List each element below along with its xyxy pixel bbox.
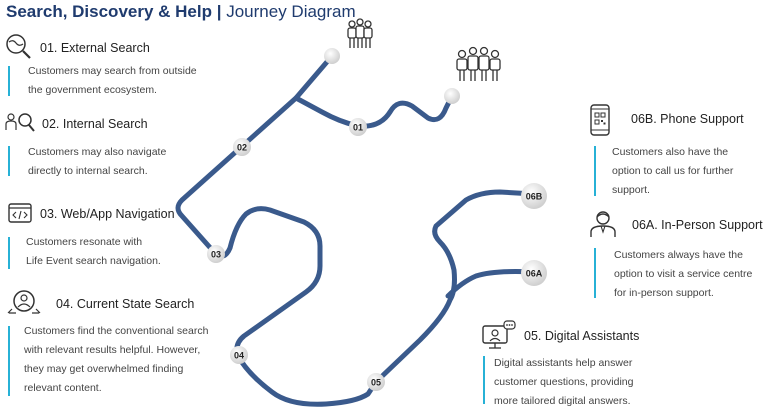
stage-02-line-1: Customers may also navigate [28, 146, 167, 158]
stage-04-accent-bar [8, 326, 10, 396]
stage-06a-line-1: Customers always have the [614, 249, 743, 261]
stage-01-description: Customers may search from outside the go… [28, 62, 197, 100]
stage-05-description: Digital assistants help answer customer … [494, 354, 634, 411]
path-segment-06a [445, 269, 537, 299]
people-group-large-icon [456, 46, 501, 81]
start-point-right [444, 88, 460, 104]
node-04: 04 [230, 346, 248, 364]
node-01: 01 [349, 118, 367, 136]
stage-03-description: Customers resonate with Life Event searc… [26, 233, 161, 271]
stage-06a-line-3: for in-person support. [614, 287, 714, 299]
stage-06b-line-3: support. [612, 184, 650, 196]
node-04-label: 04 [234, 351, 244, 361]
stage-05-line-3: more tailored digital answers. [494, 395, 631, 407]
stage-06a-line-2: option to visit a service centre [614, 268, 753, 280]
stage-05-line-2: customer questions, providing [494, 376, 634, 388]
stage-02-heading: 02. Internal Search [42, 117, 148, 131]
path-segment-bottom [235, 353, 379, 407]
stage-03-accent-bar [8, 237, 10, 269]
stage-06a-description: Customers always have the option to visi… [614, 246, 752, 303]
people-group-small-icon [347, 18, 373, 48]
stage-03-heading: 03. Web/App Navigation [40, 207, 175, 221]
stage-06b-line-2: option to call us for further [612, 165, 734, 177]
stage-04-heading: 04. Current State Search [56, 297, 195, 311]
stage-05-line-1: Digital assistants help answer [494, 357, 633, 369]
stage-04-line-2: with relevant results helpful. However, [24, 344, 201, 356]
browser-code-icon [8, 203, 32, 223]
stage-01-line-1: Customers may search from outside [28, 65, 197, 77]
node-02-label: 02 [237, 143, 247, 153]
path-segment-branch-01 [293, 93, 455, 129]
stage-03-line-2: Life Event search navigation. [26, 255, 161, 267]
title-separator: | [216, 2, 222, 21]
stage-06b-heading: 06B. Phone Support [631, 112, 744, 126]
node-05: 05 [367, 373, 385, 391]
node-01-label: 01 [353, 123, 363, 133]
stage-06a-heading: 06A. In-Person Support [632, 218, 763, 232]
page-title: Search, Discovery & Help | Journey Diagr… [6, 2, 356, 22]
node-03-label: 03 [211, 250, 221, 260]
node-06a: 06A [521, 260, 547, 286]
support-agent-icon [590, 211, 616, 237]
title-main: Search, Discovery & Help [6, 2, 212, 21]
stage-01-accent-bar [8, 66, 10, 96]
stage-06a-accent-bar [594, 248, 596, 298]
stage-02-line-2: directly to internal search. [28, 165, 148, 177]
node-03: 03 [207, 245, 225, 263]
stage-04-description: Customers find the conventional search w… [24, 322, 208, 398]
chat-assistant-icon [482, 320, 516, 349]
node-06b: 06B [521, 183, 547, 209]
node-06b-label: 06B [526, 192, 543, 202]
user-search-icon [7, 290, 41, 314]
phone-qr-icon [590, 104, 610, 136]
start-point-top [324, 48, 340, 64]
path-segment-rise [373, 189, 537, 385]
path-segment-main [175, 53, 335, 255]
stage-05-accent-bar [483, 356, 485, 404]
stage-04-line-1: Customers find the conventional search [24, 325, 209, 337]
stage-02-accent-bar [8, 146, 10, 176]
node-02: 02 [233, 138, 251, 156]
stage-03-line-1: Customers resonate with [26, 236, 143, 248]
stage-01-line-2: the government ecosystem. [28, 84, 157, 96]
people-search-icon [5, 113, 35, 132]
stage-06b-accent-bar [594, 146, 596, 196]
stage-04-line-4: relevant content. [24, 382, 102, 394]
stage-05-heading: 05. Digital Assistants [524, 329, 640, 343]
title-subtitle: Journey Diagram [226, 2, 356, 21]
stage-04-line-3: they may get overwhelmed finding [24, 363, 184, 375]
stage-01-heading: 01. External Search [40, 41, 150, 55]
node-06a-label: 06A [526, 269, 543, 279]
node-05-label: 05 [371, 378, 381, 388]
path-segment-loop [211, 206, 323, 359]
stage-02-description: Customers may also navigate directly to … [28, 143, 166, 181]
stage-06b-line-1: Customers also have the [612, 146, 729, 158]
search-globe-icon [6, 34, 31, 59]
stage-06b-description: Customers also have the option to call u… [612, 143, 733, 200]
